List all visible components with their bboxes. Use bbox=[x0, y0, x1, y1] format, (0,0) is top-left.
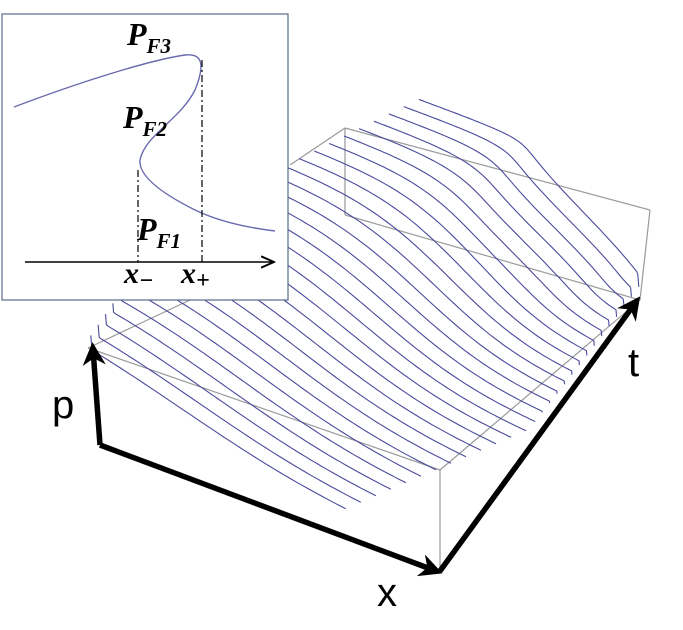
surface-curves bbox=[90, 98, 640, 510]
label-x-plus-base: x bbox=[180, 257, 196, 290]
surface-curve bbox=[97, 324, 362, 503]
label-pf1-base: P bbox=[136, 211, 157, 247]
label-pf2-base: P bbox=[122, 99, 143, 135]
surface-curve bbox=[104, 314, 377, 497]
label-pf3-sub: F3 bbox=[146, 34, 172, 58]
inset-frame bbox=[1, 13, 289, 301]
box-edge bbox=[87, 299, 191, 349]
box-edge bbox=[87, 347, 441, 471]
label-x-plus-sub: + bbox=[196, 268, 210, 294]
p-axis-label: p bbox=[52, 383, 74, 427]
inset-panel: PF3 PF2 PF1 x− x+ bbox=[1, 13, 289, 301]
box-edge bbox=[344, 214, 641, 301]
label-x-minus: x− bbox=[123, 257, 154, 294]
label-pf2: PF2 bbox=[122, 99, 168, 141]
surface-curve bbox=[403, 106, 632, 297]
label-x-minus-base: x bbox=[123, 257, 139, 290]
surface-curve bbox=[119, 292, 407, 484]
surface-curve bbox=[284, 165, 573, 375]
label-x-plus: x+ bbox=[180, 257, 210, 294]
label-pf1-sub: F1 bbox=[156, 229, 182, 253]
x-axis-arrow bbox=[99, 442, 443, 577]
label-pf3-base: P bbox=[126, 16, 147, 52]
surface-curve bbox=[298, 158, 580, 366]
label-x-minus-sub: − bbox=[139, 268, 154, 294]
p-axis-arrow bbox=[82, 342, 106, 446]
surface-curve bbox=[90, 335, 347, 510]
surface-curve bbox=[112, 303, 392, 490]
surface-curve bbox=[418, 98, 640, 287]
surface-curve bbox=[313, 150, 588, 356]
inset-s-curve bbox=[13, 54, 276, 232]
axes: x t p bbox=[52, 296, 641, 615]
t-axis-label: t bbox=[628, 341, 639, 385]
surface-curve bbox=[343, 135, 603, 337]
surface-curve bbox=[328, 142, 595, 346]
label-pf2-sub: F2 bbox=[142, 117, 168, 141]
label-pf3: PF3 bbox=[126, 16, 171, 58]
surface-curve bbox=[358, 128, 610, 327]
label-pf1: PF1 bbox=[136, 211, 181, 253]
box-edge bbox=[439, 299, 641, 471]
t-axis-arrow bbox=[437, 296, 641, 573]
surface-curve bbox=[373, 120, 618, 317]
surface-curve bbox=[239, 188, 551, 404]
surface-curve bbox=[254, 181, 558, 394]
surface-curve bbox=[269, 173, 566, 385]
box-edge bbox=[639, 209, 651, 301]
x-axis-label: x bbox=[377, 571, 397, 615]
box-edge bbox=[344, 127, 651, 211]
